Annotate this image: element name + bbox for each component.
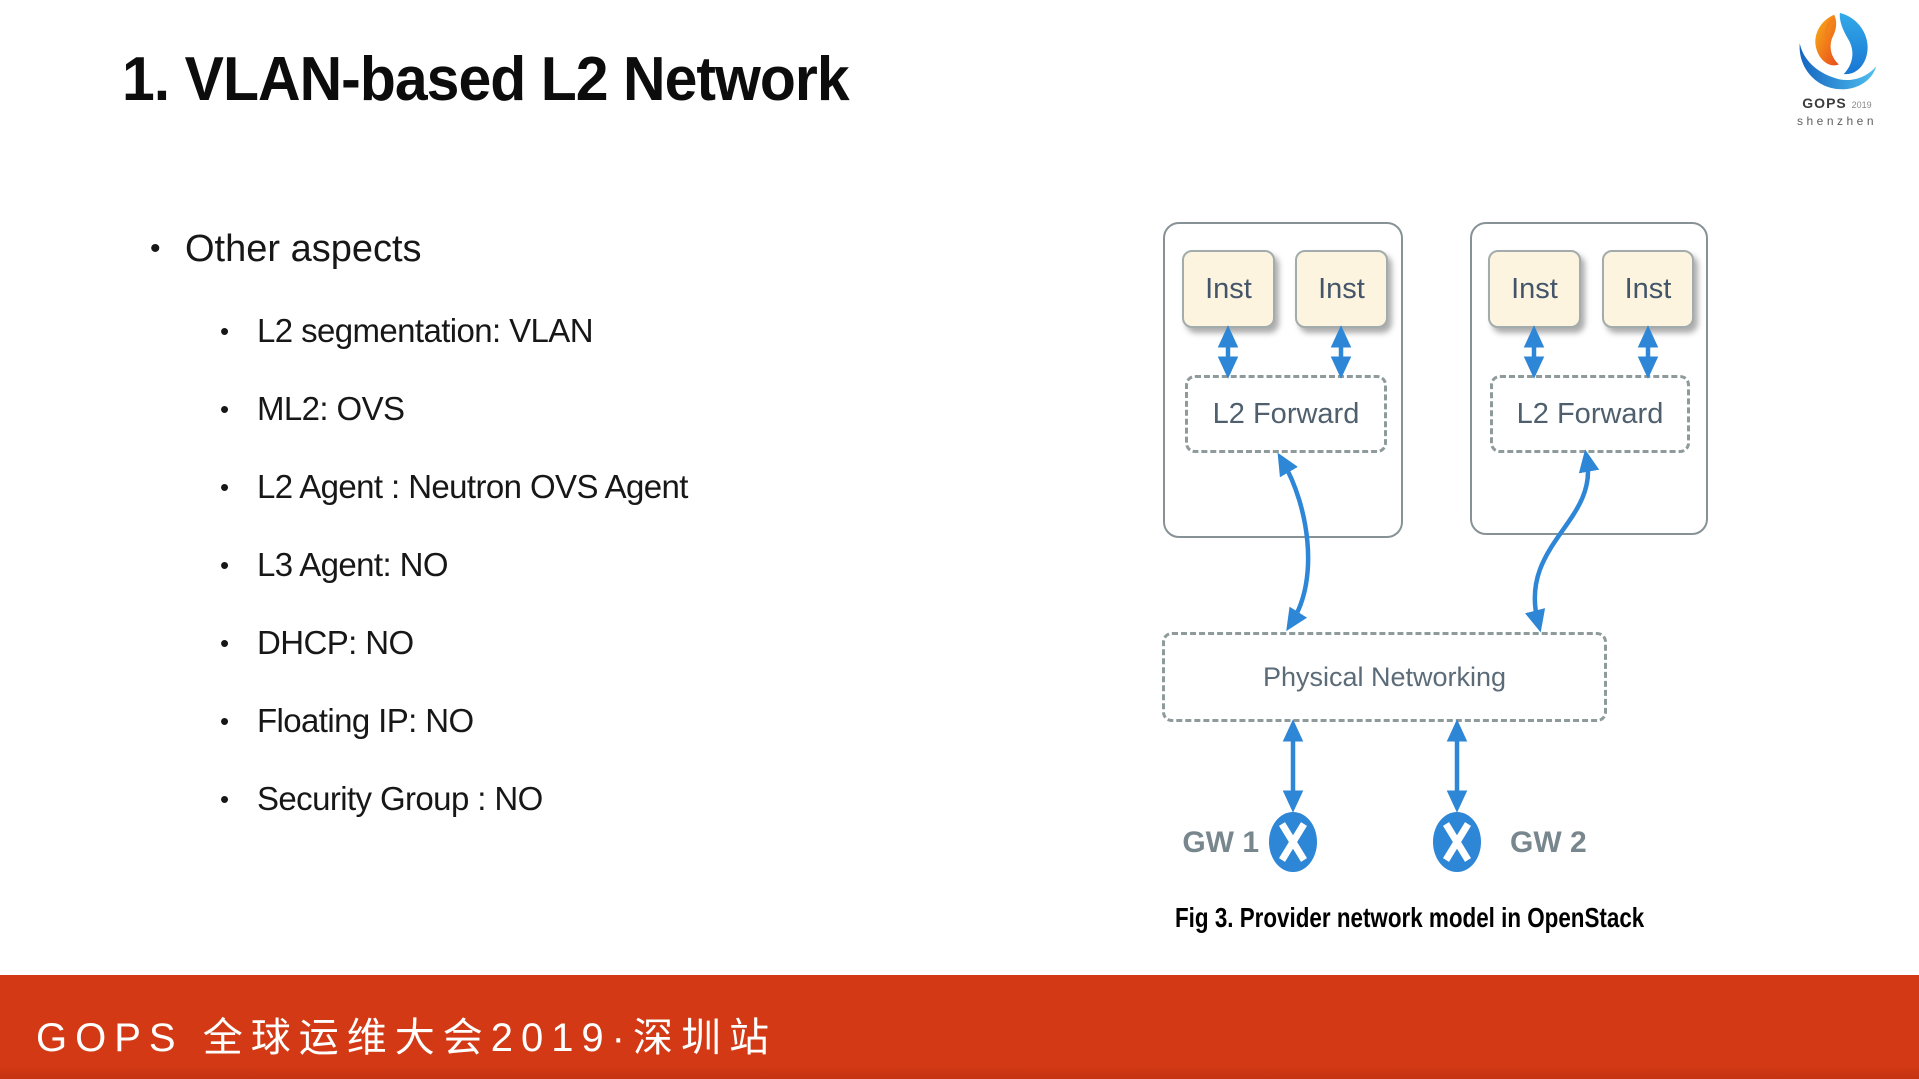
instance-box-2: Inst [1295,250,1388,328]
bullet-l2-segmentation: L2 segmentation: VLAN [218,292,688,370]
instance-label: Inst [1511,272,1558,305]
bullet-dhcp: DHCP: NO [218,604,688,682]
bullet-l3-agent: L3 Agent: NO [218,526,688,604]
logo-year: 2019 [1851,100,1872,110]
l2-forward-label: L2 Forward [1212,397,1360,430]
bullet-l2-agent: L2 Agent : Neutron OVS Agent [218,448,688,526]
footer-text: GOPS 全球运维大会2019·深圳站 [36,1016,778,1060]
physical-networking-label: Physical Networking [1262,661,1507,692]
slide-title: 1. VLAN-based L2 Network [122,45,850,114]
gw1-switch-icon [1269,812,1317,872]
bullet-other-aspects: Other aspects [150,226,422,272]
footer-bar: GOPS 全球运维大会2019·深圳站 [0,975,1919,1079]
instance-label: Inst [1318,272,1365,305]
gw2-switch-icon [1433,812,1481,872]
logo-brand: GOPS [1802,95,1847,111]
logo-city: shenzhen [1796,114,1878,128]
instance-box-3: Inst [1488,250,1581,328]
l2-forward-label: L2 Forward [1516,397,1664,430]
l2-forward-box-2: L2 Forward [1490,375,1690,453]
gw2-label: GW 2 [1510,826,1587,859]
gops-logo: GOPS 2019 shenzhen [1767,8,1907,129]
physical-networking-box: Physical Networking [1162,632,1607,722]
instance-box-4: Inst [1602,250,1694,328]
bullet-floating-ip: Floating IP: NO [218,682,688,760]
gops-swirl-icon [1799,12,1877,90]
bullet-security-group: Security Group : NO [218,760,688,838]
instance-label: Inst [1624,272,1672,305]
bullet-ml2: ML2: OVS [218,370,688,448]
figure-caption: Fig 3. Provider network model in OpenSta… [1175,902,1645,933]
gw1-label: GW 1 [1182,826,1259,859]
logo-text: GOPS 2019 [1767,96,1907,113]
l2-forward-box-1: L2 Forward [1185,375,1387,453]
provider-network-diagram: Inst Inst Inst Inst L2 Forward L2 Forwar… [1150,210,1830,960]
instance-label: Inst [1205,272,1252,305]
instance-box-1: Inst [1182,250,1275,328]
sub-bullet-list: L2 segmentation: VLAN ML2: OVS L2 Agent … [218,292,688,838]
